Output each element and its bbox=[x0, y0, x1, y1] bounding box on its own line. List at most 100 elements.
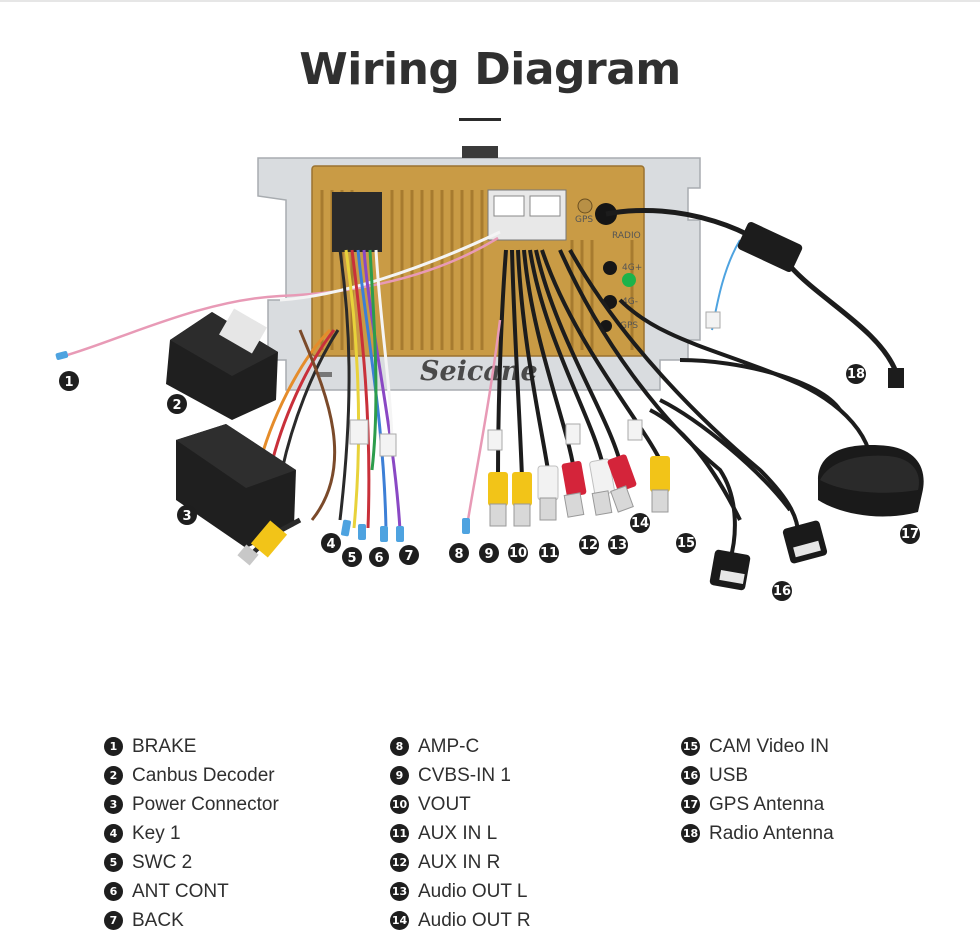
legend-badge: 8 bbox=[390, 737, 409, 756]
rca-cables bbox=[496, 249, 662, 479]
svg-text:8: 8 bbox=[454, 547, 463, 562]
legend-badge: 7 bbox=[104, 911, 123, 930]
legend-label: USB bbox=[709, 764, 749, 786]
callout-marker-7: 7 bbox=[399, 545, 419, 565]
legend-item-back: 7 BACK bbox=[104, 906, 279, 935]
svg-text:12: 12 bbox=[580, 538, 598, 553]
callout-marker-6: 6 bbox=[369, 547, 389, 567]
4g-plus-label: 4G+ bbox=[622, 263, 642, 273]
legend-item-brake: 1 BRAKE bbox=[104, 732, 279, 761]
radio-port-label: RADIO bbox=[612, 231, 641, 241]
legend-item-usb: 16 USB bbox=[681, 761, 834, 790]
legend-label: AUX IN L bbox=[418, 822, 498, 844]
svg-text:10: 10 bbox=[509, 546, 527, 561]
legend-badge: 9 bbox=[390, 766, 409, 785]
legend-item-audio-out-l: 13 Audio OUT L bbox=[390, 877, 531, 906]
legend-item-audio-out-r: 14 Audio OUT R bbox=[390, 906, 531, 935]
callout-markers: 1 2 3 4 5 6 7 8 9 10 11 12 13 14 15 16 1… bbox=[59, 364, 920, 601]
legend-label: CAM Video IN bbox=[709, 735, 830, 757]
title-underline bbox=[459, 118, 501, 121]
legend-column-2: 8 AMP-C 9 CVBS-IN 1 10 VOUT 11 AUX IN L 12 AU… bbox=[390, 732, 531, 935]
top-divider bbox=[0, 0, 980, 2]
legend-label: VOUT bbox=[418, 793, 471, 815]
4g-minus-label: 4G- bbox=[622, 297, 638, 307]
callout-marker-17: 17 bbox=[900, 524, 920, 544]
legend-label: Audio OUT R bbox=[418, 909, 531, 931]
legend-label: BRAKE bbox=[132, 735, 197, 757]
callout-marker-3: 3 bbox=[177, 505, 197, 525]
legend-badge: 12 bbox=[390, 853, 409, 872]
callout-marker-11: 11 bbox=[539, 543, 559, 563]
legend-badge: 5 bbox=[104, 853, 123, 872]
svg-text:7: 7 bbox=[404, 549, 413, 564]
legend-badge: 13 bbox=[390, 882, 409, 901]
legend-badge: 16 bbox=[681, 766, 700, 785]
svg-text:9: 9 bbox=[484, 547, 493, 562]
legend-label: GPS Antenna bbox=[709, 793, 825, 815]
wiring-diagram: GPS RADIO 4G+ 4G- GPS Seicane bbox=[55, 146, 924, 601]
gps-lower-label: GPS bbox=[620, 321, 638, 331]
svg-text:4: 4 bbox=[326, 537, 335, 552]
legend-item-cam-video-in: 15 CAM Video IN bbox=[681, 732, 834, 761]
svg-text:3: 3 bbox=[182, 509, 191, 524]
callout-marker-18: 18 bbox=[846, 364, 866, 384]
svg-text:11: 11 bbox=[540, 546, 558, 561]
legend-item-gps-antenna: 17 GPS Antenna bbox=[681, 790, 834, 819]
callout-marker-16: 16 bbox=[772, 581, 792, 601]
legend-label: BACK bbox=[132, 909, 184, 931]
svg-text:17: 17 bbox=[901, 527, 919, 542]
usb-cables bbox=[558, 249, 801, 561]
callout-marker-13: 13 bbox=[608, 535, 628, 555]
svg-text:16: 16 bbox=[773, 584, 791, 599]
legend-badge: 11 bbox=[390, 824, 409, 843]
callout-marker-10: 10 bbox=[508, 543, 528, 563]
svg-text:15: 15 bbox=[677, 536, 695, 551]
legend-label: Canbus Decoder bbox=[132, 764, 275, 786]
gps-port-label: GPS bbox=[575, 215, 593, 225]
legend-item-aux-in-l: 11 AUX IN L bbox=[390, 819, 531, 848]
legend-badge: 6 bbox=[104, 882, 123, 901]
svg-text:2: 2 bbox=[172, 398, 181, 413]
callout-marker-5: 5 bbox=[342, 547, 362, 567]
page-title: Wiring Diagram bbox=[299, 44, 681, 95]
usb-plugs bbox=[709, 520, 828, 591]
callout-marker-15: 15 bbox=[676, 533, 696, 553]
legend-label: Power Connector bbox=[132, 793, 279, 815]
legend-badge: 15 bbox=[681, 737, 700, 756]
legend-item-cvbs-in-1: 9 CVBS-IN 1 bbox=[390, 761, 531, 790]
svg-text:6: 6 bbox=[374, 551, 383, 566]
svg-text:1: 1 bbox=[64, 375, 73, 390]
legend-badge: 14 bbox=[390, 911, 409, 930]
legend-badge: 18 bbox=[681, 824, 700, 843]
canbus-decoder bbox=[166, 308, 278, 420]
legend-label: AMP-C bbox=[418, 735, 480, 757]
legend-item-amp-c: 8 AMP-C bbox=[390, 732, 531, 761]
rca-plugs bbox=[488, 454, 670, 527]
gps-antenna bbox=[818, 445, 924, 517]
power-connector bbox=[176, 424, 302, 566]
svg-text:14: 14 bbox=[631, 516, 649, 531]
callout-marker-4: 4 bbox=[321, 533, 341, 553]
legend-label: AUX IN R bbox=[418, 851, 501, 873]
legend-label: CVBS-IN 1 bbox=[418, 764, 511, 786]
legend-label: ANT CONT bbox=[132, 880, 229, 902]
legend-badge: 3 bbox=[104, 795, 123, 814]
legend-item-power-connector: 3 Power Connector bbox=[104, 790, 279, 819]
callout-marker-2: 2 bbox=[167, 394, 187, 414]
brand-logo: Seicane bbox=[420, 356, 538, 387]
svg-text:18: 18 bbox=[847, 367, 865, 382]
legend-badge: 1 bbox=[104, 737, 123, 756]
legend-item-ant-cont: 6 ANT CONT bbox=[104, 877, 279, 906]
legend-badge: 10 bbox=[390, 795, 409, 814]
svg-text:13: 13 bbox=[609, 538, 627, 553]
legend-badge: 17 bbox=[681, 795, 700, 814]
legend-label: Audio OUT L bbox=[418, 880, 528, 902]
callout-marker-14: 14 bbox=[630, 513, 650, 533]
svg-text:5: 5 bbox=[347, 551, 356, 566]
